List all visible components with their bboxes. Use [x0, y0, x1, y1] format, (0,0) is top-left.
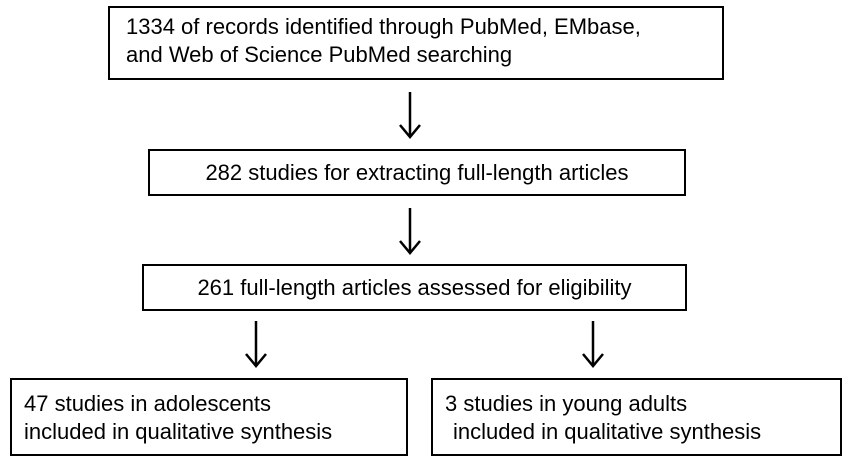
arrow-studies-to-fulltext: [399, 208, 421, 255]
adolescents-studies-box: 47 studies in adolescents included in qu…: [10, 378, 408, 456]
arrow-fulltext-to-adolescents: [245, 321, 267, 368]
records-identified-line-1: 1334 of records identified through PubMe…: [126, 14, 641, 39]
records-identified-box: 1334 of records identified through PubMe…: [108, 6, 724, 80]
studies-extracted-box: 282 studies for extracting full-length a…: [148, 149, 686, 196]
studies-extracted-text: 282 studies for extracting full-length a…: [205, 160, 629, 185]
fulltext-assessed-text: 261 full-length articles assessed for el…: [197, 275, 632, 300]
young-adults-studies-box: 3 studies in young adults included in qu…: [431, 378, 842, 456]
young-adults-studies-line-2: included in qualitative synthesis: [453, 419, 762, 444]
young-adults-studies-line-1: 3 studies in young adults: [445, 391, 688, 416]
adolescents-studies-line-2: included in qualitative synthesis: [24, 419, 333, 444]
arrow-records-to-studies: [399, 92, 421, 139]
records-identified-line-2: and Web of Science PubMed searching: [126, 42, 513, 67]
arrow-fulltext-to-young-adults: [582, 321, 604, 368]
adolescents-studies-line-1: 47 studies in adolescents: [24, 391, 272, 416]
fulltext-assessed-box: 261 full-length articles assessed for el…: [142, 264, 687, 311]
